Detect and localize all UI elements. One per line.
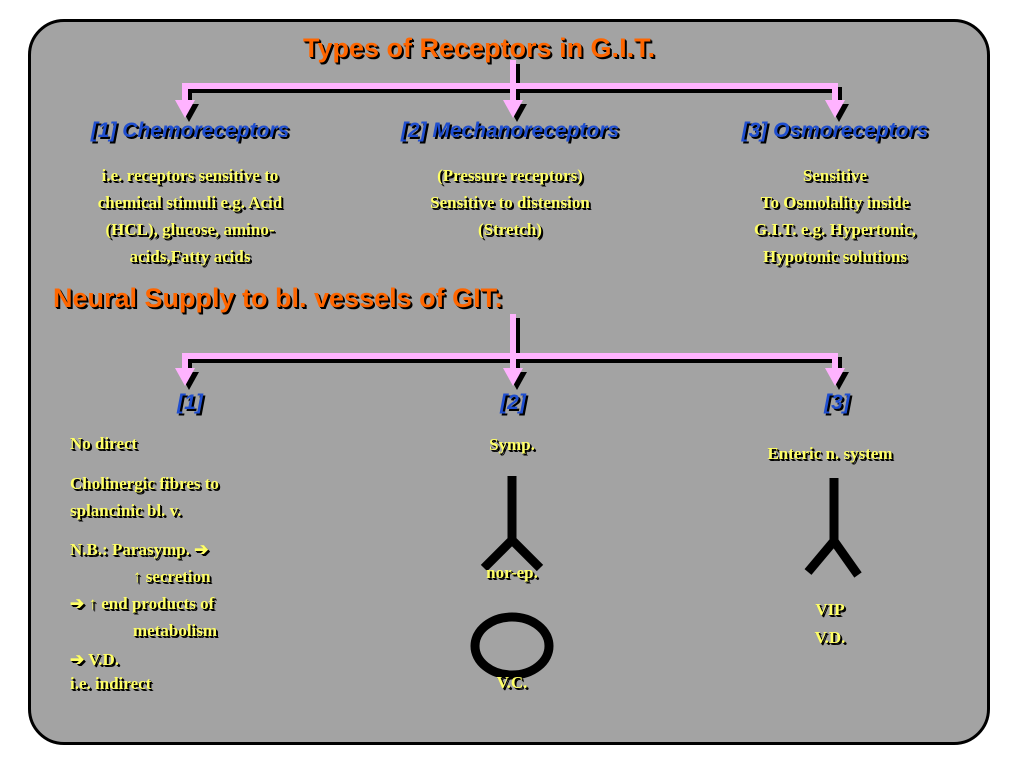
no-direct-text: No direct (70, 434, 138, 453)
neural-heading-2: [2] (500, 391, 526, 414)
neural-heading-3: [3] (824, 391, 850, 414)
indirect-text: i.e. indirect (70, 674, 152, 693)
page-title: Types of Receptors in G.I.T. (303, 33, 656, 63)
nor-ep-label: nor-ep. (486, 563, 538, 582)
receptor-heading-osmo: [3] Osmoreceptors (741, 119, 929, 142)
vc-label: V.C. (496, 673, 528, 692)
symp-label: Symp. (489, 435, 535, 454)
enteric-label: Enteric n. system (767, 444, 893, 463)
enteric-nerve-symbol (804, 478, 862, 578)
nb-parasymp-text: N.B.: Parasymp. ➔ (70, 540, 209, 559)
nb-vd-text: ➔ V.D. (70, 650, 120, 669)
neural-supply-title: Neural Supply to bl. vessels of GIT: (53, 283, 504, 313)
blood-vessel-ring-icon (470, 612, 554, 680)
nb-secretion-text: ↑ secretion (133, 567, 211, 586)
receptor-heading-chemo: [1] Chemoreceptors (90, 119, 290, 142)
vip-label: VIP (815, 600, 845, 619)
connector-arrows (175, 60, 845, 386)
sympathetic-nerve-symbol (480, 476, 544, 572)
neural-heading-1: [1] (177, 391, 203, 414)
receptor-desc-osmo: Sensitive To Osmolality inside G.I.T. e.… (753, 166, 917, 266)
receptor-desc-chemo: i.e. receptors sensitive to chemical sti… (97, 166, 283, 266)
receptor-heading-mechano: [2] Mechanoreceptors (400, 119, 620, 142)
cholinergic-text: Cholinergic fibres to (70, 474, 219, 493)
nb-end-products-text: ➔ ↑ end products of (70, 594, 215, 613)
receptor-desc-mechano: (Pressure receptors) Sensitive to disten… (430, 166, 590, 239)
nb-metabolism-text: metabolism (133, 621, 218, 640)
vd-label: V.D. (814, 628, 846, 647)
splanchnic-text: splancinic bl. v. (70, 501, 182, 520)
